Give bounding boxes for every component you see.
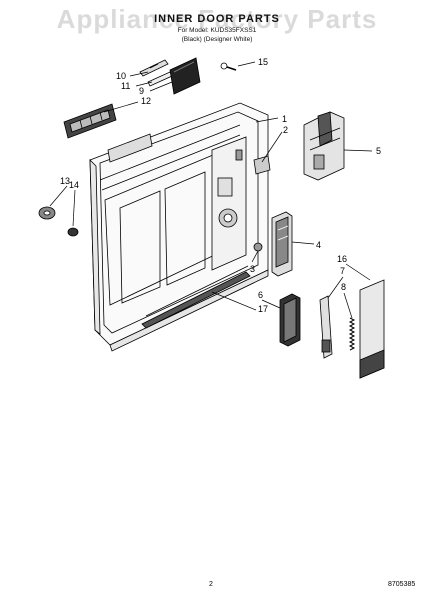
part-15-screw <box>220 62 237 71</box>
part-7-linkage <box>319 295 333 359</box>
part-2-bracket <box>253 155 271 175</box>
callout-8: 8 <box>341 282 346 292</box>
model-subtitle: For Model: KUDS35FXSS1 <box>177 27 257 34</box>
part-8-spring <box>348 317 356 351</box>
diagram-title: INNER DOOR PARTS <box>154 13 280 25</box>
callout-labels: 1 2 3 4 5 6 7 8 9 10 11 12 13 14 15 16 1… <box>60 57 381 314</box>
part-5-vent <box>303 111 345 181</box>
part-4-latch <box>271 211 293 277</box>
callout-3: 3 <box>250 264 255 274</box>
callout-1: 1 <box>282 114 287 124</box>
part-3-fastener <box>253 242 263 252</box>
document-number: 8705385 <box>388 581 416 588</box>
callout-5: 5 <box>376 146 381 156</box>
callout-12: 12 <box>141 96 151 106</box>
callout-16: 16 <box>337 254 347 264</box>
part-6-lower-latch <box>279 293 301 347</box>
leader-lines <box>49 61 373 319</box>
callout-6: 6 <box>258 290 263 300</box>
callout-17: 17 <box>258 304 268 314</box>
part-13-knob <box>38 206 56 220</box>
callout-7: 7 <box>340 266 345 276</box>
page-number: 2 <box>209 581 213 588</box>
color-subtitle: (Black) (Designer White) <box>181 36 253 43</box>
callout-14: 14 <box>69 180 79 190</box>
part-12-handle <box>63 103 117 139</box>
callout-15: 15 <box>258 57 268 67</box>
callout-4: 4 <box>316 240 321 250</box>
callout-9: 9 <box>139 86 144 96</box>
callout-10: 10 <box>116 71 126 81</box>
part-9-dispenser-cover <box>169 57 201 95</box>
callout-13: 13 <box>60 176 70 186</box>
latch-cutout <box>211 136 247 271</box>
callout-11: 11 <box>121 81 130 91</box>
callout-2: 2 <box>283 125 288 135</box>
part-17-bottom-strip <box>141 265 251 329</box>
part-16-side-panel <box>359 279 385 379</box>
part-14-washer <box>67 227 79 237</box>
